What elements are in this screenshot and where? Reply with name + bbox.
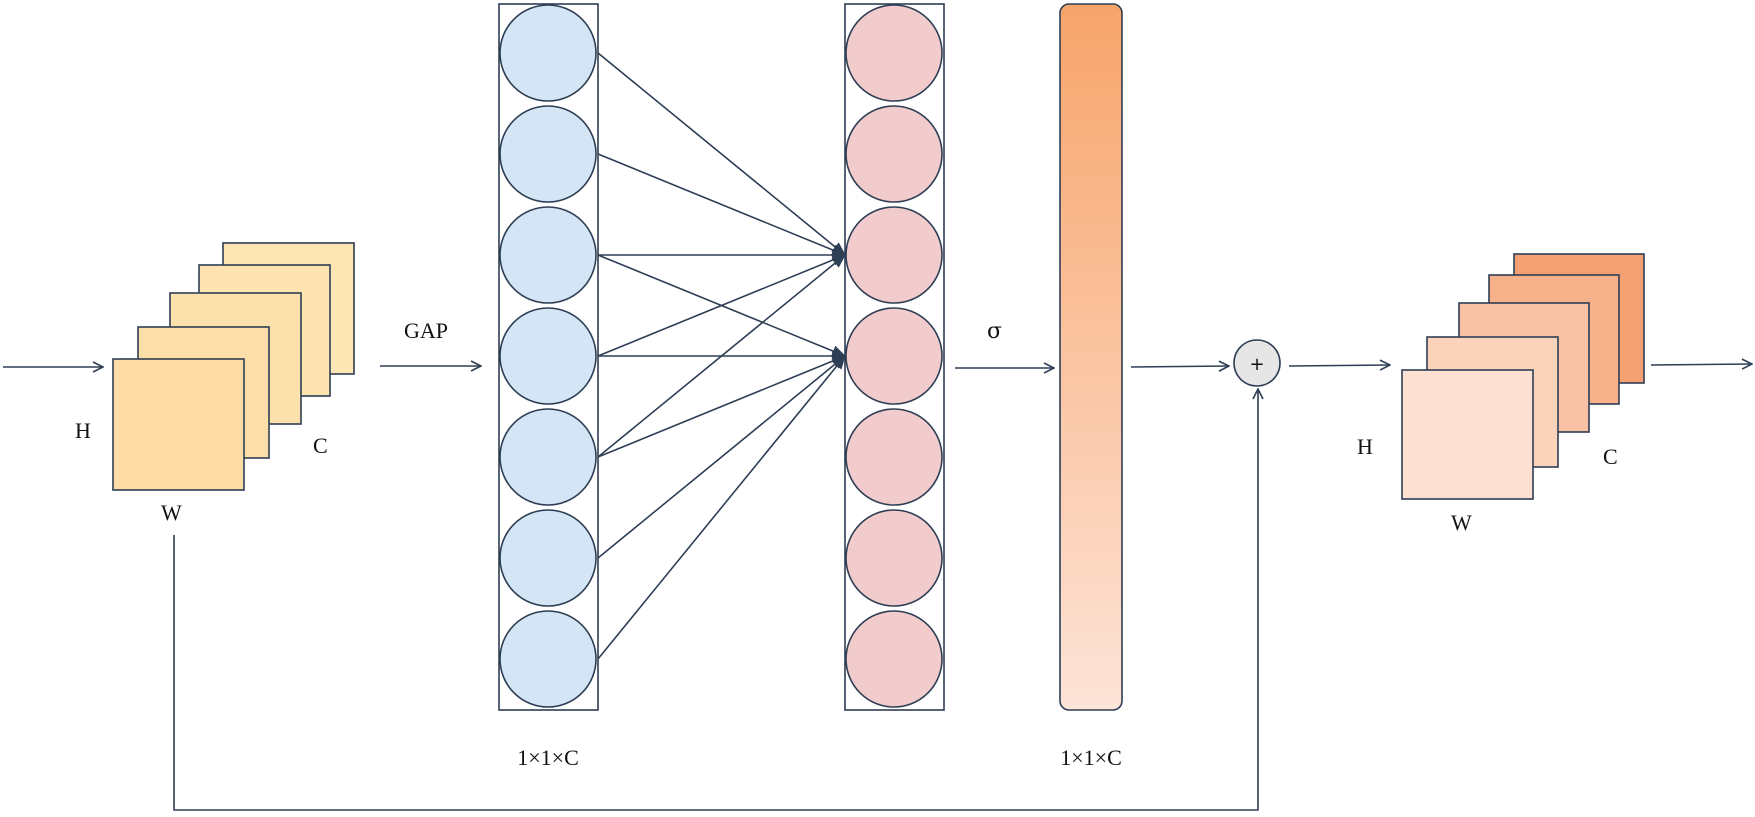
gap-label: GAP	[404, 318, 448, 343]
residual-connection-arrow	[173, 389, 1258, 811]
fc-connection-line	[597, 355, 847, 458]
fc-input-node	[499, 509, 597, 607]
fc-output-node	[845, 105, 943, 203]
input-feature-map-stack	[112, 242, 355, 491]
fc-input-nodes	[499, 4, 597, 708]
fc-connection-line	[597, 254, 846, 458]
input-c-label: C	[313, 433, 328, 458]
weights-to-add-arrow	[1130, 366, 1229, 367]
fc-output-node	[845, 4, 943, 102]
fc-input-node	[499, 4, 597, 102]
fc-connection-line	[597, 355, 846, 559]
fc-output-node	[845, 610, 943, 708]
input-feature-layer	[112, 358, 245, 491]
fc-connections	[597, 52, 847, 660]
input-w-label: W	[161, 500, 182, 525]
fc-input-node	[499, 408, 597, 506]
fc-connection-line	[597, 153, 847, 256]
fc-input-node	[499, 610, 597, 708]
output-c-label: C	[1603, 444, 1618, 469]
output-h-label: H	[1357, 434, 1373, 459]
add-operation	[1233, 339, 1281, 387]
attention-dim-label: 1×1×C	[1060, 745, 1122, 770]
fc-input-node	[499, 206, 597, 304]
attention-weight-bar	[1059, 3, 1123, 711]
output-feature-map-stack	[1401, 253, 1645, 500]
fc-input-dim-label: 1×1×C	[517, 745, 579, 770]
fc-output-node	[845, 408, 943, 506]
fc-input-column-frame	[498, 3, 599, 711]
fc-connection-line	[597, 355, 846, 660]
input-h-label: H	[75, 418, 91, 443]
fc-output-column-frame	[844, 3, 945, 711]
output-w-label: W	[1451, 510, 1472, 535]
fc-connection-line	[597, 52, 846, 256]
add-to-output-arrow	[1288, 365, 1390, 366]
fc-input-node	[499, 105, 597, 203]
fc-input-node	[499, 307, 597, 405]
fc-connection-line	[597, 254, 847, 357]
fc-output-node	[845, 307, 943, 405]
fc-output-nodes	[845, 4, 943, 708]
plus-icon: +	[1249, 354, 1264, 375]
output-arrow	[1650, 364, 1752, 365]
output-feature-layer	[1401, 369, 1534, 500]
fc-output-node	[845, 509, 943, 607]
fc-output-node	[845, 206, 943, 304]
sigma-label: σ	[987, 319, 1002, 344]
